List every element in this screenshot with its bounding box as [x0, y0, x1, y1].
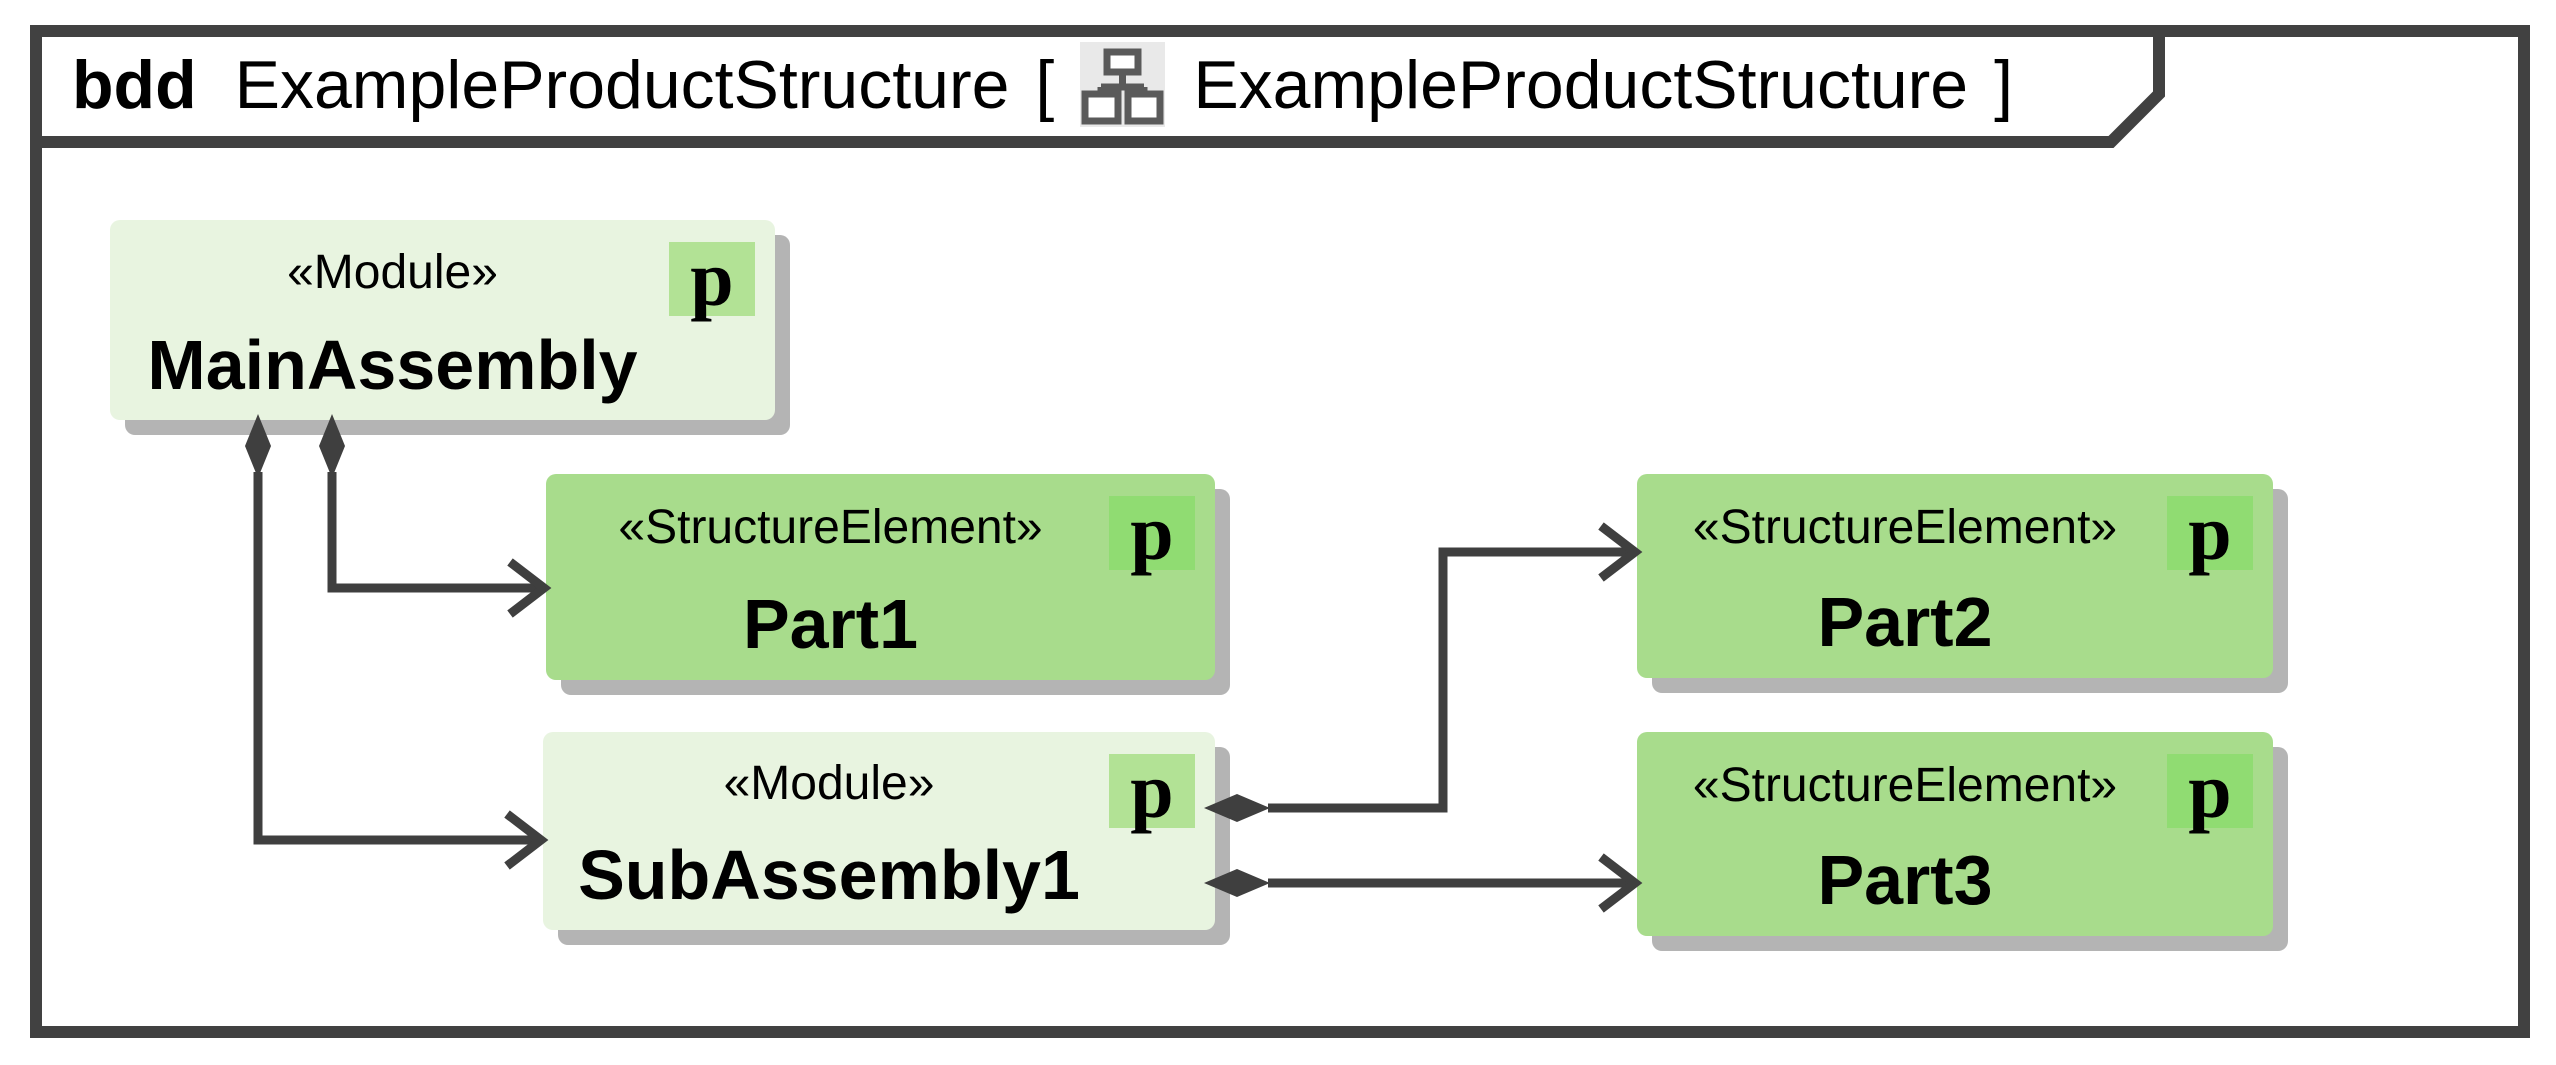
frame-header: bdd ExampleProductStructure [ ExamplePro…	[36, 33, 2182, 136]
block-text: «StructureElement» Part1	[546, 474, 1215, 680]
p-badge: p	[1109, 494, 1195, 572]
close-bracket: ]	[1994, 46, 2014, 123]
block-part2[interactable]: «StructureElement» Part2 p	[1637, 474, 2273, 678]
diagram-ref-name: ExampleProductStructure	[1193, 46, 1969, 123]
stereotype-label: «StructureElement»	[1692, 500, 2118, 554]
stereotype-label: «StructureElement»	[618, 501, 1043, 555]
stereotype-label: «Module»	[287, 245, 498, 299]
diagram-title: ExampleProductStructure	[234, 46, 1010, 123]
p-badge: p	[1109, 752, 1195, 830]
block-text: «Module» SubAssembly1	[543, 732, 1215, 930]
block-part1[interactable]: «StructureElement» Part1 p	[546, 474, 1215, 680]
block-part3[interactable]: «StructureElement» Part3 p	[1637, 732, 2273, 936]
block-text: «Module» MainAssembly	[110, 220, 775, 420]
block-name: Part3	[1817, 841, 1993, 920]
stereotype-label: «StructureElement»	[1692, 758, 2118, 812]
p-badge: p	[2167, 494, 2253, 572]
structure-diagram-icon	[1080, 42, 1166, 127]
block-name: Part2	[1817, 583, 1993, 662]
block-text: «StructureElement» Part2	[1637, 474, 2273, 678]
block-text: «StructureElement» Part3	[1637, 732, 2273, 936]
open-bracket: [	[1035, 46, 1055, 123]
block-name: Part1	[742, 584, 919, 663]
p-badge: p	[669, 240, 755, 318]
block-sub-assembly1[interactable]: «Module» SubAssembly1 p	[543, 732, 1215, 930]
block-main-assembly[interactable]: «Module» MainAssembly p	[110, 220, 775, 420]
stereotype-label: «Module»	[723, 756, 935, 810]
block-name: SubAssembly1	[578, 836, 1080, 915]
p-badge: p	[2167, 752, 2253, 830]
diagram-kind-label: bdd	[72, 46, 197, 123]
block-name: MainAssembly	[147, 326, 638, 404]
